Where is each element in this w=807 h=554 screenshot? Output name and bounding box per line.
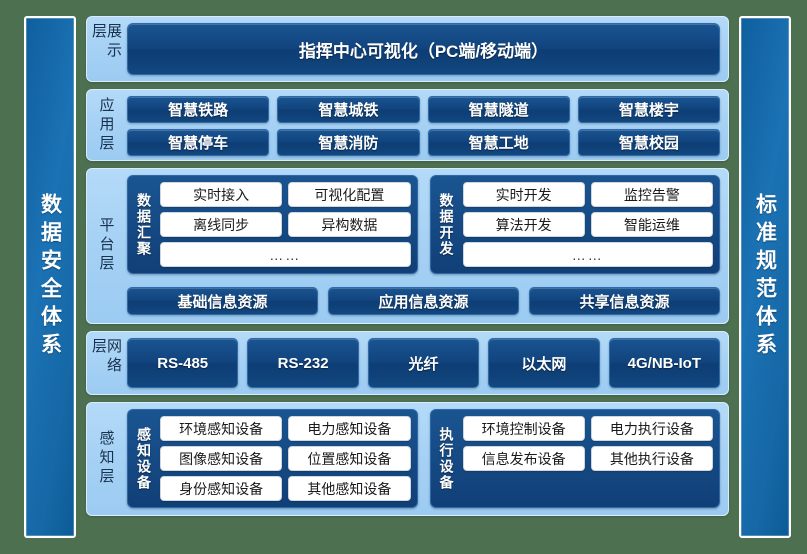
sensor-identity[interactable]: 身份感知设备	[160, 476, 283, 501]
sensor-other[interactable]: 其他感知设备	[288, 476, 411, 501]
platform-item-offline-sync[interactable]: 离线同步	[160, 212, 283, 237]
sensor-position[interactable]: 位置感知设备	[288, 446, 411, 471]
layer-platform-body: 数据汇聚 实时接入 可视化配置 离线同步 异构数据 ……	[127, 175, 720, 315]
network-item-rs232[interactable]: RS-232	[247, 338, 359, 388]
platform-group-1-row-2: 离线同步 异构数据	[160, 212, 411, 237]
resource-app-info[interactable]: 应用信息资源	[328, 287, 519, 315]
platform-group-1-grid: 实时接入 可视化配置 离线同步 异构数据 ……	[160, 182, 411, 267]
layer-application-label: 应用层	[97, 96, 115, 154]
sensing-group-1-row-1: 环境感知设备 电力感知设备	[160, 416, 411, 441]
layer-display-label: 展示层	[90, 23, 122, 61]
layer-application: 应用层 智慧铁路 智慧城铁 智慧隧道 智慧楼宇 智慧停车 智慧消防 智慧工地 智…	[86, 89, 729, 161]
layer-sensing-label: 感知层	[97, 430, 115, 487]
sensing-group-sensors: 感知设备 环境感知设备 电力感知设备 图像感知设备 位置感知设备	[127, 409, 418, 508]
app-item-building[interactable]: 智慧楼宇	[577, 96, 720, 123]
layer-stack: 展示层 指挥中心可视化（PC端/移动端） 应用层 智慧铁路 智慧城铁 智慧隧道 …	[86, 16, 729, 538]
app-item-parking[interactable]: 智慧停车	[127, 129, 270, 156]
sensor-power[interactable]: 电力感知设备	[288, 416, 411, 441]
platform-item-realtime-dev[interactable]: 实时开发	[462, 182, 585, 207]
sensor-image[interactable]: 图像感知设备	[160, 446, 283, 471]
platform-group-2-row-2: 算法开发 智能运维	[462, 212, 713, 237]
right-pillar-standards: 标准规范体系	[739, 16, 791, 538]
left-pillar-data-security: 数据安全体系	[24, 16, 76, 538]
network-item-4g-nbiot[interactable]: 4G/NB-IoT	[608, 338, 721, 388]
network-row: RS-485 RS-232 光纤 以太网 4G/NB-IoT	[127, 338, 721, 388]
sensing-group-2-grid: 环境控制设备 电力执行设备 信息发布设备 其他执行设备	[462, 416, 713, 501]
app-item-railway[interactable]: 智慧铁路	[127, 96, 270, 123]
platform-item-heterogeneous-data[interactable]: 异构数据	[288, 212, 411, 237]
sensing-group-actuators: 执行设备 环境控制设备 电力执行设备 信息发布设备 其他执行设备	[429, 409, 720, 508]
layer-network-label: 网络层	[90, 338, 122, 376]
network-item-ethernet[interactable]: 以太网	[488, 338, 600, 388]
sensing-group-1-grid: 环境感知设备 电力感知设备 图像感知设备 位置感知设备 身份感知设备 其他感知设…	[160, 416, 411, 501]
platform-item-more-development[interactable]: ……	[462, 242, 713, 267]
platform-group-2-row-3: ……	[462, 242, 713, 267]
left-pillar-label: 数据安全体系	[38, 193, 62, 361]
resource-basic-info[interactable]: 基础信息资源	[127, 287, 318, 315]
platform-item-visual-config[interactable]: 可视化配置	[288, 182, 411, 207]
platform-groups: 数据汇聚 实时接入 可视化配置 离线同步 异构数据 ……	[127, 175, 720, 274]
actuator-info-publish[interactable]: 信息发布设备	[462, 446, 585, 471]
layer-network: 网络层 RS-485 RS-232 光纤 以太网 4G/NB-IoT	[86, 331, 729, 395]
resource-shared-info[interactable]: 共享信息资源	[529, 287, 720, 315]
display-banner[interactable]: 指挥中心可视化（PC端/移动端）	[127, 23, 720, 75]
platform-item-algorithm-dev[interactable]: 算法开发	[462, 212, 585, 237]
platform-group-1-row-3: ……	[160, 242, 411, 267]
actuator-environment-control[interactable]: 环境控制设备	[462, 416, 585, 441]
application-row-1: 智慧铁路 智慧城铁 智慧隧道 智慧楼宇	[127, 96, 720, 123]
right-pillar-label: 标准规范体系	[753, 193, 777, 361]
platform-group-2-title: 数据开发	[438, 192, 455, 257]
app-item-tunnel[interactable]: 智慧隧道	[427, 96, 570, 123]
sensing-group-2-title: 执行设备	[438, 426, 455, 491]
application-row-2: 智慧停车 智慧消防 智慧工地 智慧校园	[127, 129, 720, 156]
network-item-rs485[interactable]: RS-485	[127, 338, 239, 388]
layer-platform: 平台层 数据汇聚 实时接入 可视化配置 离线同步 异	[86, 168, 729, 324]
app-item-firefight[interactable]: 智慧消防	[277, 129, 420, 156]
platform-group-1-title: 数据汇聚	[136, 192, 152, 257]
platform-group-2-row-1: 实时开发 监控告警	[462, 182, 713, 207]
platform-item-monitor-alarm[interactable]: 监控告警	[590, 182, 713, 207]
app-item-worksite[interactable]: 智慧工地	[427, 129, 570, 156]
platform-group-1-row-1: 实时接入 可视化配置	[160, 182, 411, 207]
platform-group-data-development: 数据开发 实时开发 监控告警 算法开发 智能运维 ……	[429, 175, 720, 274]
actuator-power[interactable]: 电力执行设备	[590, 416, 713, 441]
network-item-fiber[interactable]: 光纤	[367, 338, 480, 388]
platform-item-realtime-ingest[interactable]: 实时接入	[160, 182, 283, 207]
sensing-group-1-row-3: 身份感知设备 其他感知设备	[160, 476, 411, 501]
actuator-other[interactable]: 其他执行设备	[590, 446, 713, 471]
layer-platform-label: 平台层	[97, 216, 115, 274]
layer-display-body: 指挥中心可视化（PC端/移动端）	[127, 23, 720, 75]
sensor-environment[interactable]: 环境感知设备	[160, 416, 283, 441]
layer-application-body: 智慧铁路 智慧城铁 智慧隧道 智慧楼宇 智慧停车 智慧消防 智慧工地 智慧校园	[127, 96, 720, 156]
sensing-group-1-title: 感知设备	[136, 426, 152, 491]
layer-sensing: 感知层 感知设备 环境感知设备 电力感知设备 图像感知设备	[86, 402, 729, 516]
app-item-metro[interactable]: 智慧城铁	[277, 96, 420, 123]
platform-resource-row: 基础信息资源 应用信息资源 共享信息资源	[127, 287, 720, 315]
layer-network-body: RS-485 RS-232 光纤 以太网 4G/NB-IoT	[127, 338, 721, 388]
sensing-groups: 感知设备 环境感知设备 电力感知设备 图像感知设备 位置感知设备	[127, 409, 720, 508]
platform-item-smart-ops[interactable]: 智能运维	[590, 212, 713, 237]
layer-sensing-body: 感知设备 环境感知设备 电力感知设备 图像感知设备 位置感知设备	[127, 409, 720, 508]
sensing-group-1-row-2: 图像感知设备 位置感知设备	[160, 446, 411, 471]
app-item-campus[interactable]: 智慧校园	[577, 129, 720, 156]
sensing-group-2-row-1: 环境控制设备 电力执行设备	[462, 416, 713, 441]
platform-item-more-aggregation[interactable]: ……	[160, 242, 411, 267]
layer-display: 展示层 指挥中心可视化（PC端/移动端）	[86, 16, 729, 82]
platform-group-data-aggregation: 数据汇聚 实时接入 可视化配置 离线同步 异构数据 ……	[127, 175, 418, 274]
sensing-group-2-row-2: 信息发布设备 其他执行设备	[462, 446, 713, 471]
platform-group-2-grid: 实时开发 监控告警 算法开发 智能运维 ……	[462, 182, 713, 267]
